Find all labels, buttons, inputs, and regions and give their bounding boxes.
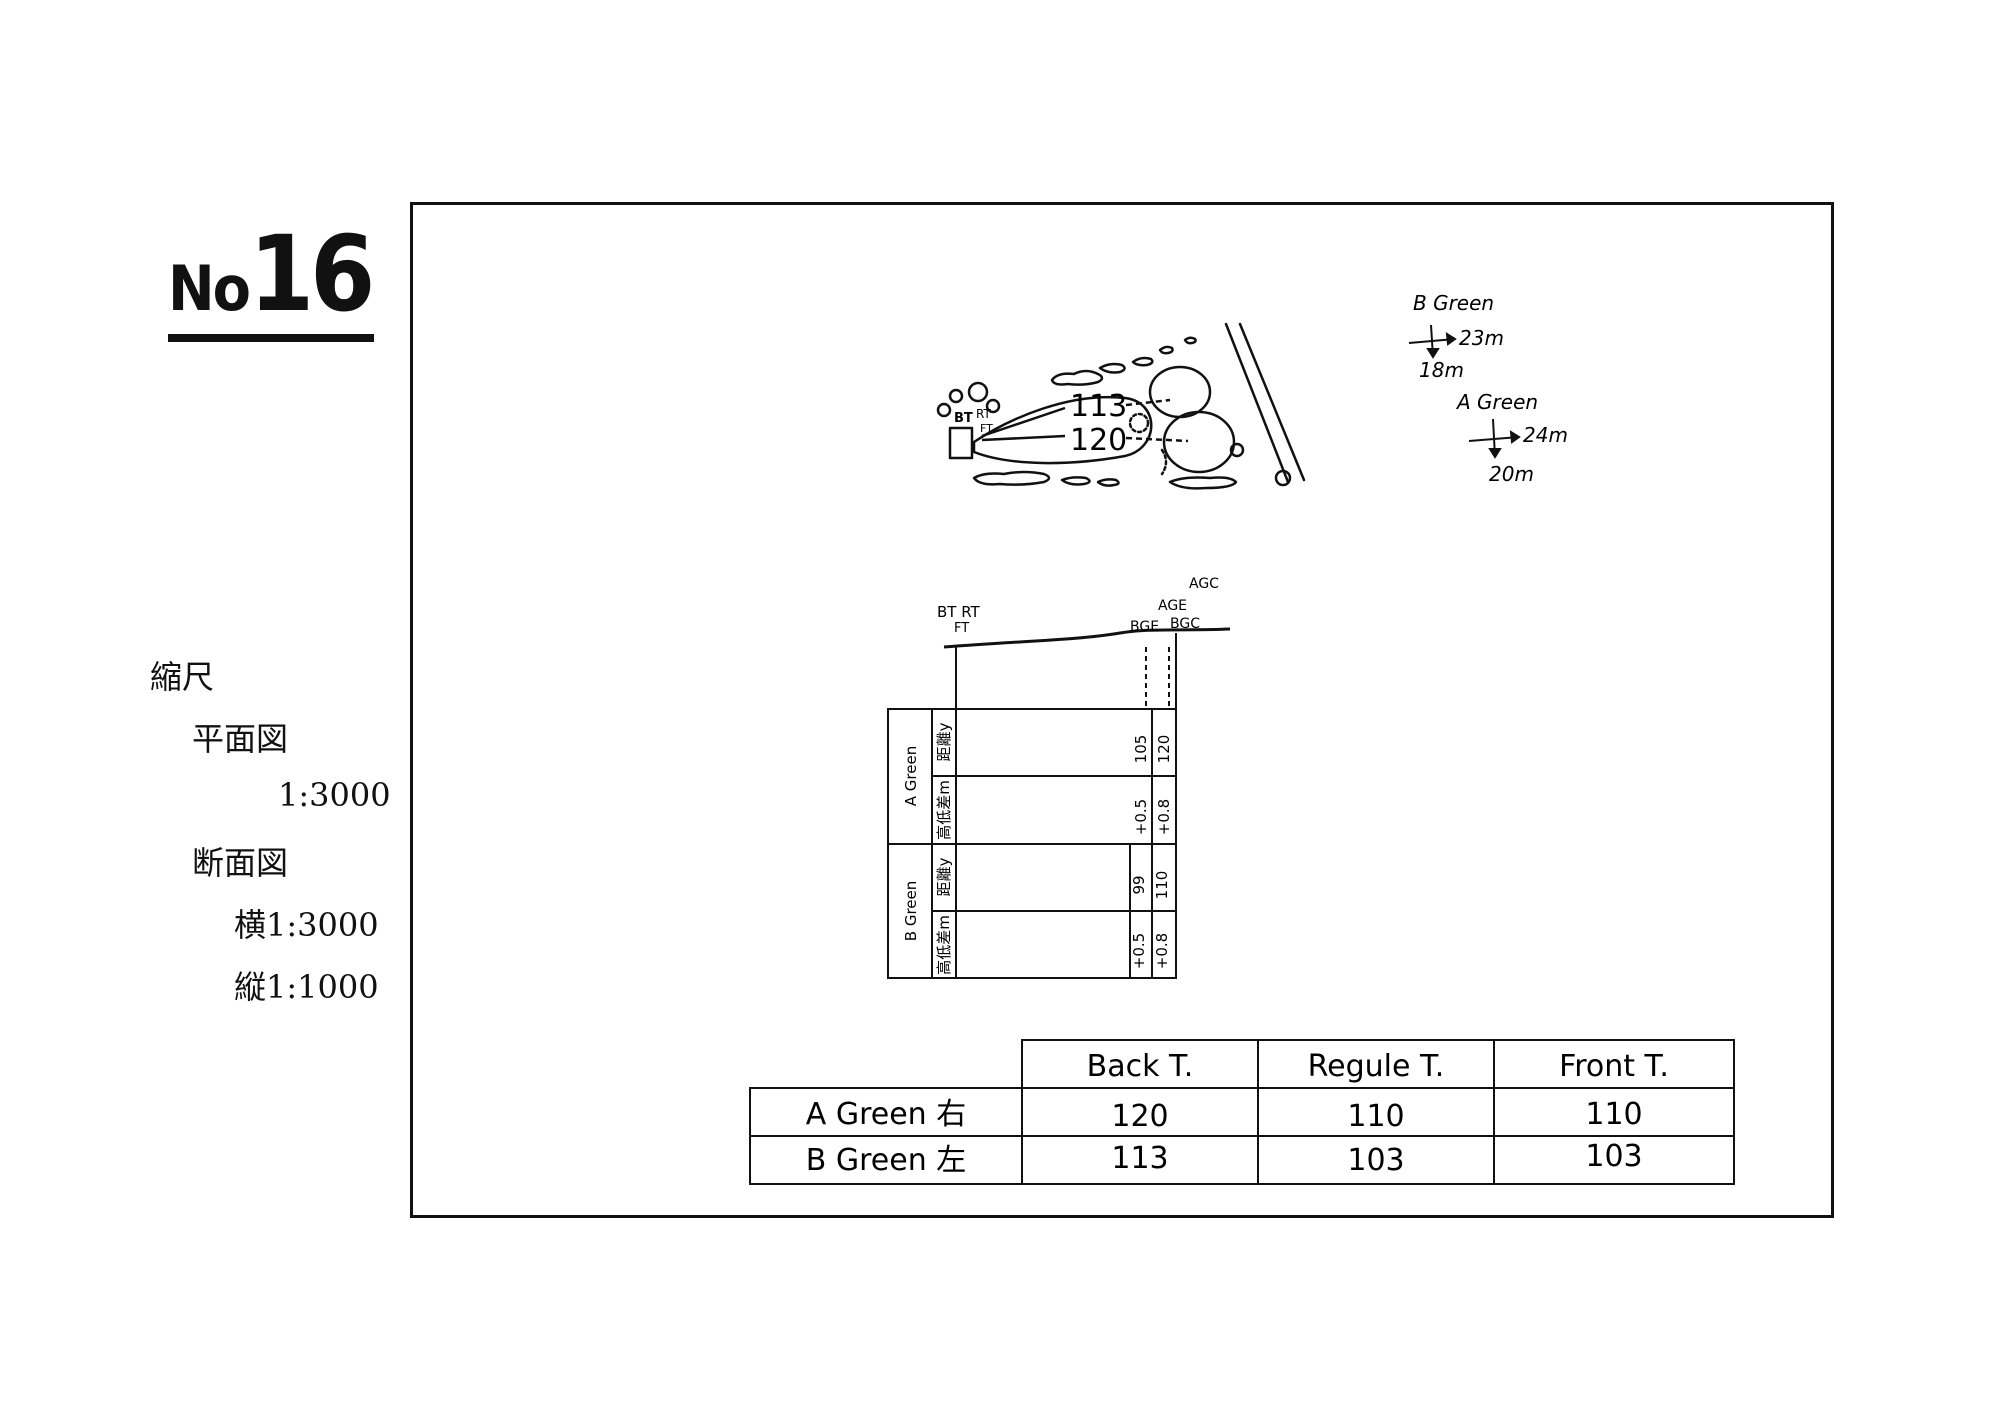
plan-distance-b: 113	[1070, 389, 1127, 424]
ground-line	[943, 627, 1231, 649]
scale-plan-ratio: 1:3000	[278, 776, 391, 814]
a-green	[1162, 410, 1236, 474]
profile-b-elev-center: +0.8	[1153, 933, 1171, 969]
profile-age: AGE	[1158, 598, 1187, 614]
tree-line-bottom-2	[1060, 476, 1091, 486]
tree-left-3	[936, 402, 952, 418]
profile-a-dist-edge: 105	[1132, 735, 1150, 764]
profile-bgc: BGC	[1170, 616, 1200, 632]
profile-ft-label: FT	[954, 621, 969, 636]
b-green	[1148, 365, 1212, 419]
tree-left-4	[985, 398, 1001, 414]
tree-left-2	[967, 381, 989, 403]
yardage-row-b-label: B Green 左	[806, 1143, 967, 1178]
tree-left-1	[948, 388, 964, 404]
yardage-row-b-back: 113	[1111, 1141, 1168, 1176]
tree-line-top-4	[1158, 345, 1174, 355]
hole-number: No16	[168, 222, 375, 326]
bunker-2	[1160, 448, 1168, 476]
hole-number-underline	[168, 334, 374, 342]
profile-a-dist-label: 距離y	[935, 722, 953, 761]
b-green-depth: 18m	[1419, 358, 1464, 382]
yardage-header-regular: Regule T.	[1308, 1049, 1445, 1084]
plan-tee-bt: BT	[954, 411, 973, 426]
a-green-depth: 20m	[1489, 462, 1534, 486]
b-green-width: 23m	[1459, 326, 1504, 350]
profile-b-group: B Green	[902, 881, 920, 941]
fairway	[972, 395, 1153, 465]
yardage-row-a-label: A Green 右	[806, 1097, 966, 1132]
profile-b-dist-label: 距離y	[935, 857, 953, 896]
tree-line-top-1	[1050, 369, 1104, 386]
distance-line-b-green	[1125, 398, 1171, 407]
hole-plan-view: 113 120 BT RT FT	[936, 322, 1306, 490]
tree-line-bottom-3	[1096, 478, 1120, 487]
hole-number-value: 16	[249, 213, 375, 335]
profile-bge: BGE	[1130, 619, 1159, 635]
profile-agc: AGC	[1189, 576, 1219, 592]
tree-line-top-5	[1183, 336, 1197, 345]
a-green-label: A Green	[1455, 390, 1538, 414]
plan-distance-a: 120	[1070, 423, 1127, 458]
scale-heading: 縮尺	[150, 658, 215, 696]
distance-line-b	[981, 406, 1066, 438]
tree-line-top-2	[1098, 362, 1126, 374]
tee-box	[948, 426, 974, 460]
yardage-row-a-front: 110	[1585, 1097, 1642, 1132]
scale-section-horizontal: 横1:3000	[234, 906, 379, 944]
profile-a-elev-edge: +0.5	[1132, 799, 1150, 835]
profile-b-elev-label: 高低差m	[935, 915, 953, 975]
road-edge-1	[1224, 322, 1290, 484]
road-edge-2	[1238, 322, 1306, 482]
green-dimensions: B Green 23m 18m A Green 24m 20m	[1408, 291, 1568, 486]
profile-a-dist-center: 120	[1155, 735, 1173, 764]
scale-section-vertical: 縦1:1000	[234, 968, 379, 1006]
distance-line-a	[981, 434, 1066, 442]
profile-b-dist-edge: 99	[1130, 875, 1148, 894]
profile-b-elev-edge: +0.5	[1130, 933, 1148, 969]
a-green-width: 24m	[1523, 423, 1568, 447]
profile-a-elev-center: +0.8	[1155, 799, 1173, 835]
profile-a-elev-label: 高低差m	[935, 780, 953, 840]
scale-section-label: 断面図	[192, 844, 289, 882]
yardage-row-b-front: 103	[1585, 1139, 1642, 1174]
profile-a-group: A Green	[902, 746, 920, 806]
tree-line-bottom-4	[1168, 476, 1238, 490]
tree-line-bottom-1	[972, 470, 1051, 486]
yardage-table: Back T. Regule T. Front T. A Green 右 120…	[749, 1039, 1735, 1185]
profile-tee-label: BT RT	[937, 603, 981, 621]
distance-line-a-green	[1125, 436, 1189, 443]
b-green-label: B Green	[1413, 291, 1494, 315]
yardage-row-b-regular: 103	[1347, 1143, 1404, 1178]
tree-line-top-3	[1131, 356, 1154, 367]
profile-b-dist-center: 110	[1153, 871, 1171, 900]
yardage-header-back: Back T.	[1087, 1049, 1194, 1084]
yardage-header-front: Front T.	[1559, 1049, 1669, 1084]
scale-plan-label: 平面図	[192, 720, 289, 758]
profile-section: BT RT FT BGE BGC AGE AGC A Green B Green…	[887, 576, 1231, 979]
course-frame	[410, 202, 1834, 1218]
plan-tee-rt: RT	[976, 407, 991, 421]
plan-tee-ft: FT	[980, 422, 993, 435]
hole-prefix: No	[168, 252, 251, 325]
yardage-row-a-regular: 110	[1347, 1099, 1404, 1134]
yardage-row-a-back: 120	[1111, 1099, 1168, 1134]
tree-right-1	[1229, 442, 1245, 458]
bunker-1	[1128, 412, 1150, 434]
